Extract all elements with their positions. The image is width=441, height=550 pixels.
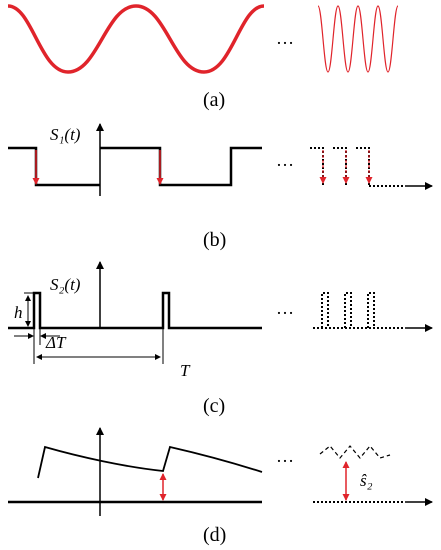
fast-sine-wave bbox=[317, 5, 399, 73]
ellipsis-b: … bbox=[276, 150, 294, 170]
panel-label-d: (d) bbox=[203, 524, 226, 546]
fast-decay-curve bbox=[319, 445, 391, 459]
panel-label-c: (c) bbox=[203, 395, 225, 417]
ellipsis-d: … bbox=[276, 446, 294, 466]
width-label: ΔT bbox=[45, 333, 67, 352]
ellipsis-c: … bbox=[276, 298, 294, 318]
decay-curve bbox=[37, 445, 263, 479]
panel-c: S₂(t) h ΔT T … (c) bbox=[8, 261, 433, 417]
signal-label-s2: S₂(t) bbox=[50, 275, 81, 294]
panel-label-b: (b) bbox=[203, 229, 226, 251]
height-label: h bbox=[14, 303, 23, 322]
period-label: T bbox=[180, 361, 191, 380]
panel-label-a: (a) bbox=[203, 89, 225, 111]
fast-pulse-train bbox=[321, 292, 375, 328]
pulse-train bbox=[8, 291, 262, 330]
estimate-label: ŝ₂ bbox=[360, 471, 373, 490]
ellipsis-a: … bbox=[276, 28, 294, 48]
panel-a: … (a) bbox=[7, 4, 399, 111]
panel-b: S₁(t) … (b) bbox=[8, 123, 433, 251]
panel-d: … ŝ₂ (d) bbox=[8, 427, 433, 546]
sine-wave bbox=[7, 4, 265, 74]
square-wave bbox=[8, 146, 262, 187]
signal-label-s1: S₁(t) bbox=[50, 125, 81, 144]
fast-square-wave bbox=[310, 147, 370, 185]
